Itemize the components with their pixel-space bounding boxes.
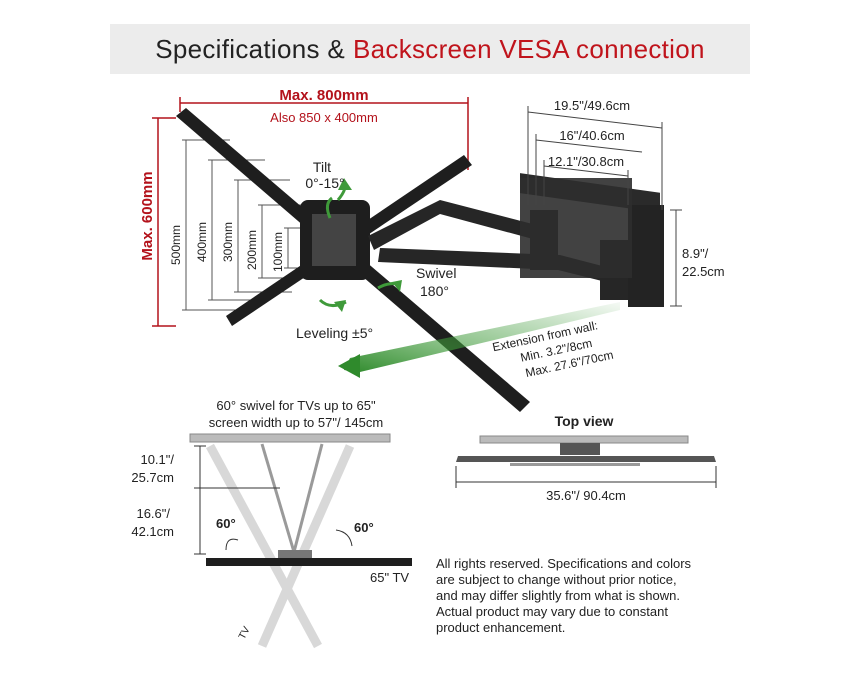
disclaimer-line: and may differ slightly from what is sho… bbox=[436, 588, 680, 603]
angle-left: 60° bbox=[216, 516, 236, 531]
vesa-dimensions bbox=[152, 97, 469, 327]
swivel-view-line2: screen width up to 57"/ 145cm bbox=[209, 415, 383, 430]
height-200: 200mm bbox=[245, 230, 259, 270]
arm-linkage bbox=[260, 443, 324, 553]
top-view-title: Top view bbox=[555, 413, 614, 429]
offset-2b: 42.1cm bbox=[131, 524, 174, 539]
swivel-view-line1: 60° swivel for TVs up to 65" bbox=[216, 398, 376, 413]
wall-plate bbox=[520, 173, 664, 307]
height-500: 500mm bbox=[169, 225, 183, 265]
swivel-label: Swivel bbox=[416, 265, 456, 281]
tilt-range: 0°-15° bbox=[305, 175, 344, 191]
vesa-bracket bbox=[176, 108, 530, 412]
tv-65 bbox=[206, 558, 412, 566]
leveling-label: Leveling ±5° bbox=[296, 325, 373, 341]
mount-plate bbox=[278, 550, 312, 558]
top-view-bracket bbox=[456, 443, 716, 466]
plate-height-1: 8.9"/ bbox=[682, 246, 709, 261]
plate-height-2: 22.5cm bbox=[682, 264, 725, 279]
title-plain: Specifications & bbox=[155, 33, 345, 64]
top-view-wall bbox=[479, 435, 689, 444]
tilt-label: Tilt bbox=[313, 159, 331, 175]
depth-dimensions bbox=[527, 106, 682, 307]
arrow-heads bbox=[334, 178, 402, 312]
disclaimer: All rights reserved. Specifications and … bbox=[436, 556, 766, 636]
extension-arrowhead bbox=[338, 354, 360, 378]
top-view-dimension bbox=[455, 466, 717, 488]
disclaimer-line: Actual product may vary due to constant bbox=[436, 604, 668, 619]
ghost-tv-label: TV bbox=[237, 625, 253, 642]
max-height-label: Max. 600mm bbox=[139, 171, 156, 260]
disclaimer-line: are subject to change without prior noti… bbox=[436, 572, 677, 587]
extension-arrow bbox=[344, 302, 620, 372]
height-400: 400mm bbox=[195, 222, 209, 262]
depth-1: 19.5"/49.6cm bbox=[554, 98, 630, 113]
angle-right: 60° bbox=[354, 520, 374, 535]
tv-65-label: 65" TV bbox=[370, 570, 409, 585]
page-title: Specifications & Backscreen VESA connect… bbox=[110, 24, 750, 74]
height-labels: 500mm 400mm 300mm 200mm 100mm bbox=[169, 222, 285, 272]
max-width-label: Max. 800mm bbox=[279, 87, 368, 104]
ghost-tvs bbox=[206, 443, 355, 649]
also-size-label: Also 850 x 400mm bbox=[270, 110, 378, 125]
wall-strip bbox=[189, 433, 391, 443]
disclaimer-line: All rights reserved. Specifications and … bbox=[436, 556, 692, 571]
depth-3: 12.1"/30.8cm bbox=[548, 154, 624, 169]
swivel-dimensions bbox=[194, 445, 353, 555]
disclaimer-line: product enhancement. bbox=[436, 620, 566, 635]
offset-1a: 10.1"/ bbox=[140, 452, 174, 467]
height-300: 300mm bbox=[221, 222, 235, 262]
offset-2a: 16.6"/ bbox=[136, 506, 170, 521]
title-accent: Backscreen VESA connection bbox=[353, 33, 705, 64]
swivel-range: 180° bbox=[420, 283, 449, 299]
depth-2: 16"/40.6cm bbox=[559, 128, 624, 143]
height-100: 100mm bbox=[271, 232, 285, 272]
offset-1b: 25.7cm bbox=[131, 470, 174, 485]
top-view-width: 35.6"/ 90.4cm bbox=[546, 488, 626, 503]
